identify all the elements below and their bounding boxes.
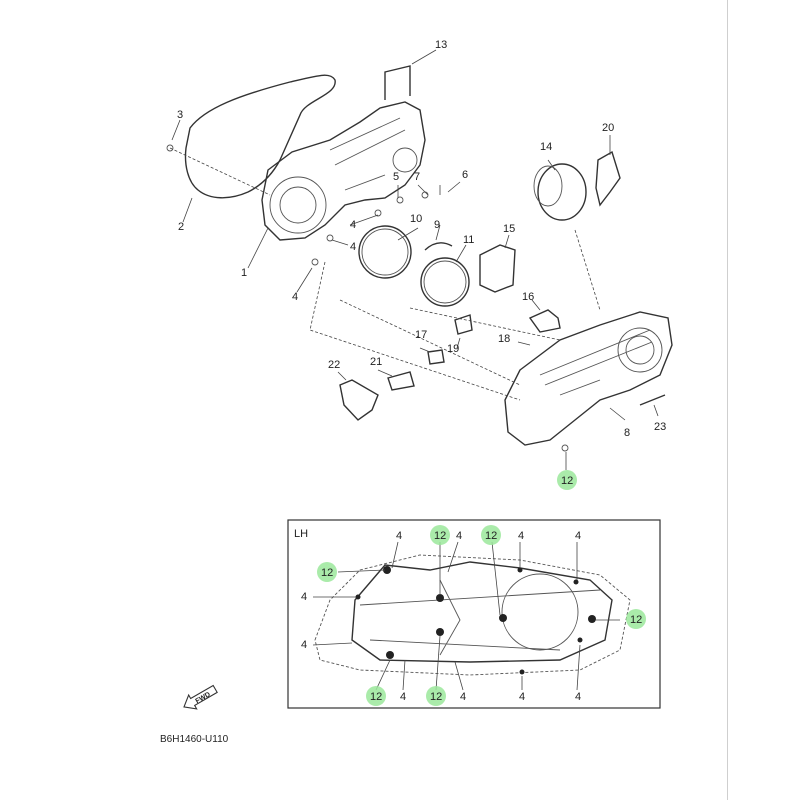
duct-part xyxy=(387,371,415,391)
callout-2: 2 xyxy=(178,221,184,233)
cover-boss-inner xyxy=(279,186,317,224)
pipe-part xyxy=(384,65,411,100)
inset-label-12: 12 xyxy=(321,567,333,579)
cover-boss xyxy=(269,176,327,234)
callout-16: 16 xyxy=(522,291,534,303)
bracket-part xyxy=(595,150,621,207)
callout-17: 17 xyxy=(415,329,427,341)
callout-14: 14 xyxy=(540,141,552,153)
callout-7: 7 xyxy=(414,171,420,183)
seal-part xyxy=(424,242,453,251)
inset-label-4: 4 xyxy=(301,591,307,603)
inset-label-4: 4 xyxy=(301,639,307,651)
page-edge-line xyxy=(727,0,728,800)
bracket-part-2 xyxy=(339,379,379,421)
callout-12-highlight xyxy=(557,470,577,490)
element-part xyxy=(537,163,587,221)
callout-8: 8 xyxy=(624,427,630,439)
block-part xyxy=(479,244,516,293)
o-ring-part xyxy=(358,225,412,279)
callout-5: 5 xyxy=(393,171,399,183)
inset-label-12: 12 xyxy=(370,691,382,703)
cover-plug xyxy=(392,147,418,173)
inset-label-4: 4 xyxy=(518,530,524,542)
diagram-code: B6H1460-U110 xyxy=(160,734,229,745)
inset-label-4: 4 xyxy=(519,691,525,703)
gasket-part xyxy=(184,74,336,199)
inset-frame xyxy=(287,519,661,709)
callout-1: 1 xyxy=(241,267,247,279)
callout-6: 6 xyxy=(462,169,468,181)
callout-4: 4 xyxy=(350,219,356,231)
inset-label-4: 4 xyxy=(460,691,466,703)
bolt-part xyxy=(639,394,666,406)
inset-case-outline xyxy=(314,554,631,676)
crankcase-part xyxy=(504,311,673,446)
inset-label-4: 4 xyxy=(400,691,406,703)
inset-label-12: 12 xyxy=(434,530,446,542)
inset-label-4: 4 xyxy=(396,530,402,542)
callout-21: 21 xyxy=(370,356,382,368)
clip-part xyxy=(454,314,473,335)
callout-12: 12 xyxy=(561,475,573,487)
clip-part-2 xyxy=(427,349,445,365)
fwd-arrow-icon: FWD xyxy=(183,684,218,710)
callout-13: 13 xyxy=(435,39,447,51)
callout-15: 15 xyxy=(503,223,515,235)
ring-part xyxy=(420,257,470,307)
callout-4: 4 xyxy=(350,241,356,253)
callout-23: 23 xyxy=(654,421,666,433)
inset-label-12: 12 xyxy=(485,530,497,542)
callout-11: 11 xyxy=(463,234,474,246)
inset-pulley-cover xyxy=(501,573,579,651)
cover-part xyxy=(261,101,426,241)
callout-22: 22 xyxy=(328,359,340,371)
callout-19: 19 xyxy=(447,343,459,355)
inset-label-12: 12 xyxy=(430,691,442,703)
inset-label-4: 4 xyxy=(456,530,462,542)
inset-label-12: 12 xyxy=(630,614,642,626)
cover-ribs xyxy=(329,117,406,191)
inset-label-4: 4 xyxy=(575,530,581,542)
callout-3: 3 xyxy=(177,109,183,121)
pad-part xyxy=(528,309,561,333)
inset-title: LH xyxy=(294,528,308,540)
callout-20: 20 xyxy=(602,122,614,134)
fwd-label: FWD xyxy=(195,691,212,705)
inset-cover xyxy=(351,561,613,663)
callout-18: 18 xyxy=(498,333,510,345)
callout-4: 4 xyxy=(292,291,298,303)
callout-9: 9 xyxy=(434,219,440,231)
inset-label-4: 4 xyxy=(575,691,581,703)
callout-10: 10 xyxy=(410,213,422,225)
